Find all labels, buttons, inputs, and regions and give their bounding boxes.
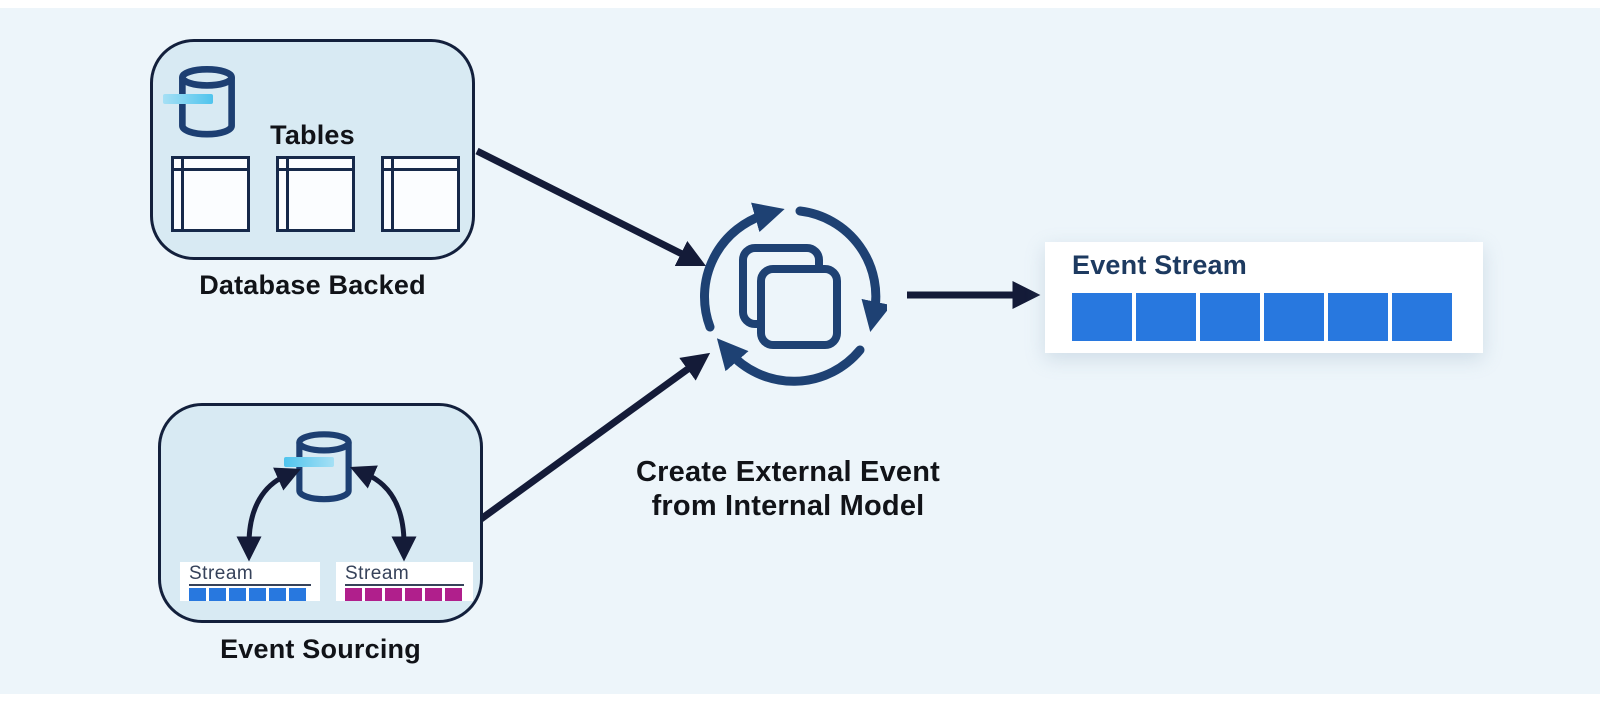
rotate-arc-bottom (716, 338, 865, 386)
stream-label: Stream (189, 564, 311, 586)
stream-box-magenta: Stream (336, 562, 473, 601)
event-stream-blocks (1072, 293, 1452, 341)
stream-blocks-blue (189, 588, 311, 601)
event-block (1392, 293, 1452, 341)
stream-box-blue: Stream (180, 562, 320, 601)
event-block (209, 588, 226, 601)
rotate-copy-icon (700, 202, 887, 386)
table-column-line (181, 159, 184, 229)
rotate-arc-right (795, 206, 887, 332)
database-icon (179, 66, 235, 138)
cyan-stripe (163, 94, 213, 104)
event-block (1200, 293, 1260, 341)
stream-label: Stream (345, 564, 464, 586)
event-block (405, 588, 422, 601)
frame-top (0, 0, 1600, 8)
database-icon (296, 431, 352, 503)
table-header-line (279, 168, 352, 171)
event-sourcing-box: Stream Stream (158, 403, 483, 623)
tables-label: Tables (270, 120, 355, 150)
table-icon (381, 156, 460, 232)
table-column-line (286, 159, 289, 229)
arrow-db-right-stream (349, 465, 417, 562)
event-block (269, 588, 286, 601)
event-block (189, 588, 206, 601)
tables-row (171, 156, 460, 232)
arrow-db-left-stream (236, 467, 301, 562)
event-block (365, 588, 382, 601)
transform-caption-line1: Create External Event (636, 456, 940, 488)
event-block (1072, 293, 1132, 341)
event-block (345, 588, 362, 601)
transform-caption-line2: from Internal Model (651, 490, 925, 522)
database-backed-caption: Database Backed (199, 270, 426, 300)
event-block (1136, 293, 1196, 341)
event-stream-panel: Event Stream (1045, 242, 1483, 353)
table-header-line (174, 168, 247, 171)
transform-caption: Create External Event from Internal Mode… (593, 455, 983, 523)
table-icon (171, 156, 250, 232)
event-sourcing-caption: Event Sourcing (220, 634, 421, 664)
table-header-line (384, 168, 457, 171)
arrow-database-to-transform (475, 147, 707, 267)
rotate-arc-left (700, 202, 785, 332)
event-block (1264, 293, 1324, 341)
table-icon (276, 156, 355, 232)
event-stream-title: Event Stream (1072, 250, 1247, 280)
database-backed-box: Tables (150, 39, 475, 260)
event-block (425, 588, 442, 601)
event-block (249, 588, 266, 601)
event-block (1328, 293, 1388, 341)
sourcing-curved-arrows (236, 465, 417, 562)
stream-blocks-magenta (345, 588, 464, 601)
table-column-line (391, 159, 394, 229)
frame-bottom (0, 694, 1600, 704)
cyan-stripe (284, 457, 334, 467)
event-block (289, 588, 306, 601)
event-block (445, 588, 462, 601)
event-block (229, 588, 246, 601)
event-block (385, 588, 402, 601)
copy-square-front (757, 265, 841, 349)
